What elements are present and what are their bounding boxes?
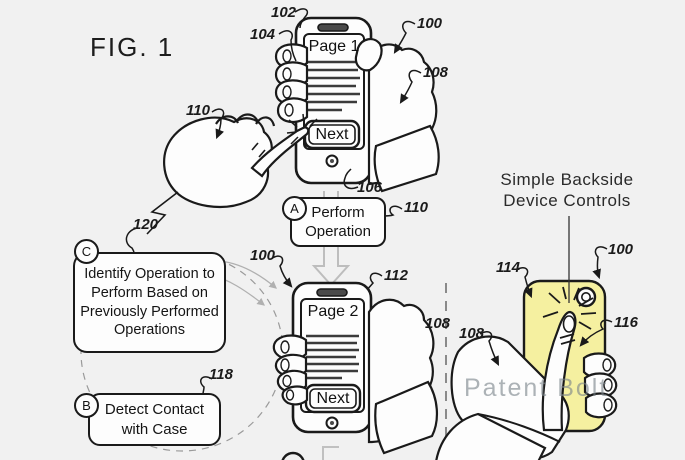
ref-112: 112 xyxy=(384,267,408,284)
callout-c-line3: Previously Performed xyxy=(80,303,219,322)
partial-badge-bottom xyxy=(282,453,304,460)
ref-116: 116 xyxy=(614,314,638,331)
step-badge-b: B xyxy=(74,393,99,418)
ref-114: 114 xyxy=(496,259,520,276)
ref-120: 120 xyxy=(133,216,158,233)
ref-104: 104 xyxy=(250,26,275,43)
annotation-title-line1: Simple Backside xyxy=(478,169,656,190)
step-badge-a: A xyxy=(282,196,307,221)
phone1-next-button: Next xyxy=(305,126,359,144)
ref-118: 118 xyxy=(209,366,233,383)
ref-108-right: 108 xyxy=(459,325,484,342)
callout-a-line1: Perform xyxy=(311,203,364,222)
callout-b-line1: Detect Contact xyxy=(105,400,204,419)
ref-110-hand: 110 xyxy=(186,102,210,119)
callout-c-line1: Identify Operation to xyxy=(84,265,215,284)
step-badge-c: C xyxy=(74,239,99,264)
ref-106: 106 xyxy=(357,179,382,196)
callout-box-detect-contact: Detect Contact with Case xyxy=(88,393,221,446)
ref-100-top: 100 xyxy=(417,15,442,32)
flow-arrow-bottom-partial xyxy=(323,447,339,460)
annotation-title: Simple Backside Device Controls xyxy=(478,169,656,212)
ref-102: 102 xyxy=(271,4,296,21)
callout-b-line2: with Case xyxy=(122,420,188,439)
figure-label: FIG. 1 xyxy=(90,32,174,63)
callout-c-line4: Operations xyxy=(114,321,185,340)
callout-c-line2: Perform Based on xyxy=(91,284,208,303)
watermark: Patent Bolt xyxy=(464,374,608,403)
ref-108-top: 108 xyxy=(423,64,448,81)
phone2-header: Page 2 xyxy=(302,303,364,321)
annotation-title-line2: Device Controls xyxy=(478,190,656,211)
ref-108-mid: 108 xyxy=(425,315,450,332)
ref-100-mid: 100 xyxy=(250,247,275,264)
phone1-header: Page 1 xyxy=(303,38,365,56)
callout-box-identify-operation: Identify Operation to Perform Based on P… xyxy=(73,252,226,353)
phone2-next-button: Next xyxy=(306,390,360,408)
ref-100-right: 100 xyxy=(608,241,633,258)
callout-a-line2: Operation xyxy=(305,222,371,241)
ref-110-box: 110 xyxy=(404,199,428,216)
